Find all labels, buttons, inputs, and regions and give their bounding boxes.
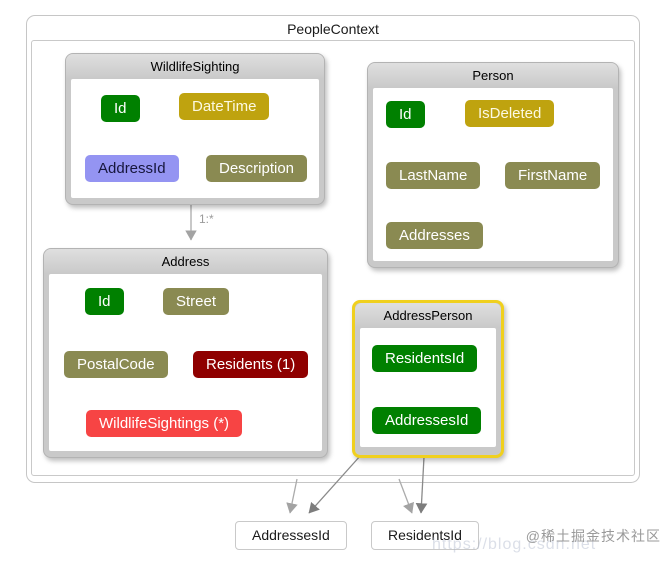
entity-person[interactable]: Person Id IsDeleted LastName FirstName A…: [367, 62, 619, 268]
field-badge-wildlifesightings[interactable]: WildlifeSightings (*): [86, 410, 243, 437]
entity-header[interactable]: AddressPerson: [355, 303, 501, 328]
shadow-property-residentsid[interactable]: ResidentsId: [371, 521, 479, 550]
entity-header[interactable]: WildlifeSighting: [66, 54, 324, 79]
field-badge-postalcode[interactable]: PostalCode: [64, 351, 168, 378]
field-badge-id[interactable]: Id: [101, 95, 140, 122]
entity-address-person[interactable]: AddressPerson ResidentsId AddressesId: [352, 300, 504, 458]
field-badge-lastname[interactable]: LastName: [386, 162, 481, 189]
entity-body: Id DateTime AddressId Description: [71, 79, 319, 198]
field-badge-description[interactable]: Description: [206, 155, 308, 182]
field-badge-residentsid[interactable]: ResidentsId: [372, 345, 478, 372]
context-title: PeopleContext: [287, 21, 379, 37]
field-badge-addressid[interactable]: AddressId: [85, 155, 179, 182]
cardinality-label: 1:*: [199, 212, 214, 226]
field-badge-id[interactable]: Id: [85, 288, 124, 315]
field-badge-firstname[interactable]: FirstName: [505, 162, 601, 189]
field-badge-street[interactable]: Street: [163, 288, 230, 315]
arrow-container-to-addressesid: [286, 478, 298, 514]
entity-address[interactable]: Address Id Street PostalCode Residents (…: [43, 248, 328, 458]
entity-body: Id Street PostalCode Residents (1) Wildl…: [49, 274, 322, 451]
field-badge-datetime[interactable]: DateTime: [179, 93, 270, 120]
field-badge-addressesid[interactable]: AddressesId: [372, 407, 482, 434]
field-badge-isdeleted[interactable]: IsDeleted: [465, 100, 555, 127]
watermark: @稀土掘金技术社区: [525, 528, 661, 544]
entity-wildlife-sighting[interactable]: WildlifeSighting Id DateTime AddressId D…: [65, 53, 325, 205]
shadow-property-addressesid[interactable]: AddressesId: [235, 521, 347, 550]
field-badge-id[interactable]: Id: [386, 101, 425, 128]
field-badge-residents[interactable]: Residents (1): [193, 351, 309, 378]
entity-header[interactable]: Person: [368, 63, 618, 88]
arrow-container-to-residentsid: [398, 478, 414, 514]
field-badge-addresses[interactable]: Addresses: [386, 222, 483, 249]
entity-body: Id IsDeleted LastName FirstName Addresse…: [373, 88, 613, 261]
watermark-url: https://blog.csdn.net: [432, 536, 597, 553]
entity-body: ResidentsId AddressesId: [360, 328, 496, 447]
entity-header[interactable]: Address: [44, 249, 327, 274]
